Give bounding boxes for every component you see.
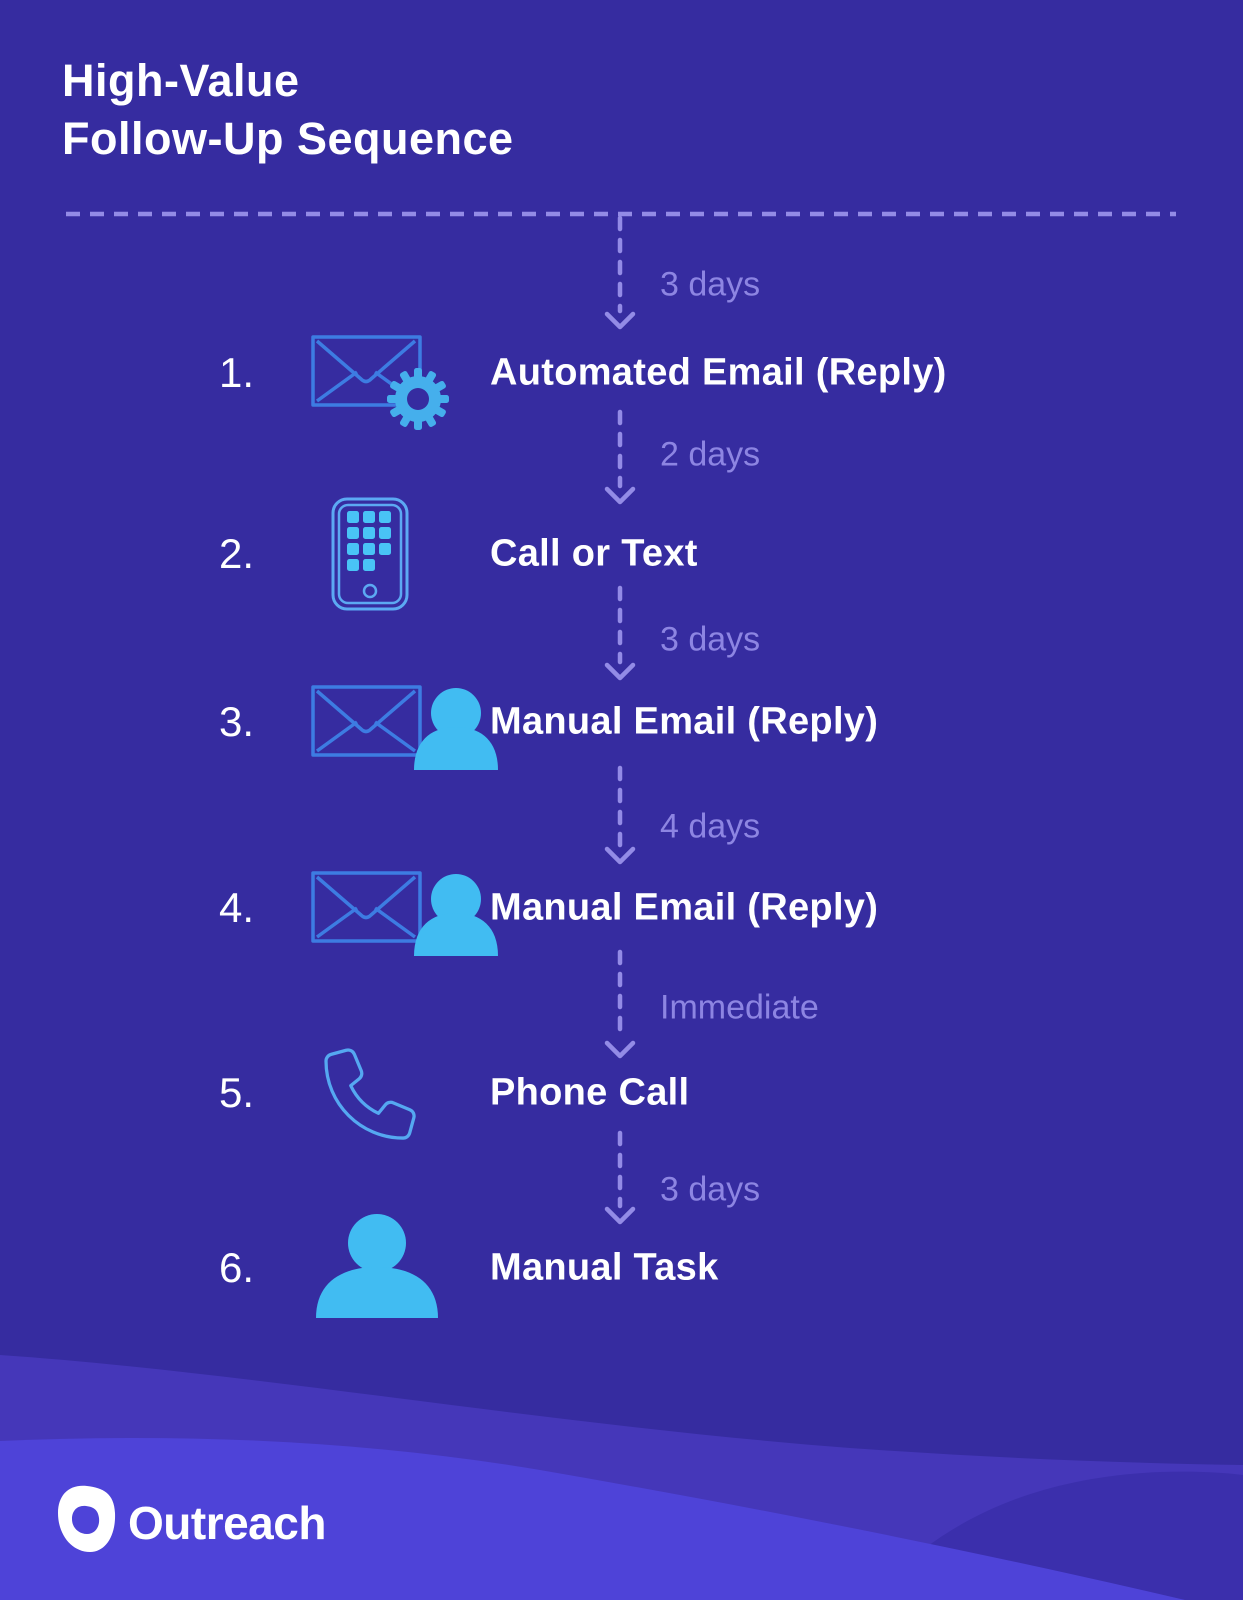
page-title-line2: Follow-Up Sequence — [62, 113, 514, 164]
interval-label-2: 2 days — [660, 435, 761, 474]
phone-handset-icon — [324, 1048, 416, 1140]
wave-bright — [0, 1437, 1185, 1600]
arrow-down-icon — [604, 662, 636, 681]
step-number-5: 5. — [218, 1069, 254, 1116]
person-icon — [414, 874, 498, 956]
step-label-6: Manual Task — [490, 1246, 719, 1289]
wave-decoration — [0, 1355, 1243, 1600]
interval-label-6: 3 days — [660, 1170, 761, 1209]
step-number-4: 4. — [218, 884, 254, 931]
envelope-icon — [311, 871, 422, 943]
arrow-down-icon — [604, 1206, 636, 1225]
step-label-2: Call or Text — [490, 532, 698, 575]
interval-label-4: 4 days — [660, 807, 761, 846]
page-title: High-Value Follow-Up Sequence — [62, 52, 514, 168]
outreach-pin-icon — [58, 1485, 116, 1552]
interval-label-5: Immediate — [660, 988, 819, 1027]
step-number-3: 3. — [218, 698, 254, 745]
step-number-2: 2. — [218, 530, 254, 577]
envelope-icon — [311, 685, 422, 757]
gear-icon — [387, 368, 449, 430]
step-label-5: Phone Call — [490, 1071, 690, 1114]
manual-email-icon — [311, 871, 498, 956]
arrow-down-icon — [604, 846, 636, 865]
person-icon — [414, 688, 498, 770]
interval-label-1: 3 days — [660, 265, 761, 304]
person-icon — [316, 1214, 438, 1318]
step-number-6: 6. — [218, 1244, 254, 1291]
page-title-line1: High-Value — [62, 55, 300, 106]
outreach-wordmark: Outreach — [128, 1497, 326, 1549]
arrow-down-icon — [604, 486, 636, 505]
interval-label-3: 3 days — [660, 620, 761, 659]
step-number-1: 1. — [218, 349, 254, 396]
automated-email-icon — [311, 335, 449, 430]
phone-keypad-icon — [331, 497, 409, 611]
step-label-4: Manual Email (Reply) — [490, 886, 879, 929]
arrow-down-icon — [604, 1040, 636, 1059]
keypad-keys — [347, 511, 391, 571]
manual-email-icon — [311, 685, 498, 770]
step-label-3: Manual Email (Reply) — [490, 700, 879, 743]
timeline-vertical-line — [604, 215, 636, 1225]
step-label-1: Automated Email (Reply) — [490, 351, 947, 394]
arrow-down-icon — [604, 311, 636, 330]
